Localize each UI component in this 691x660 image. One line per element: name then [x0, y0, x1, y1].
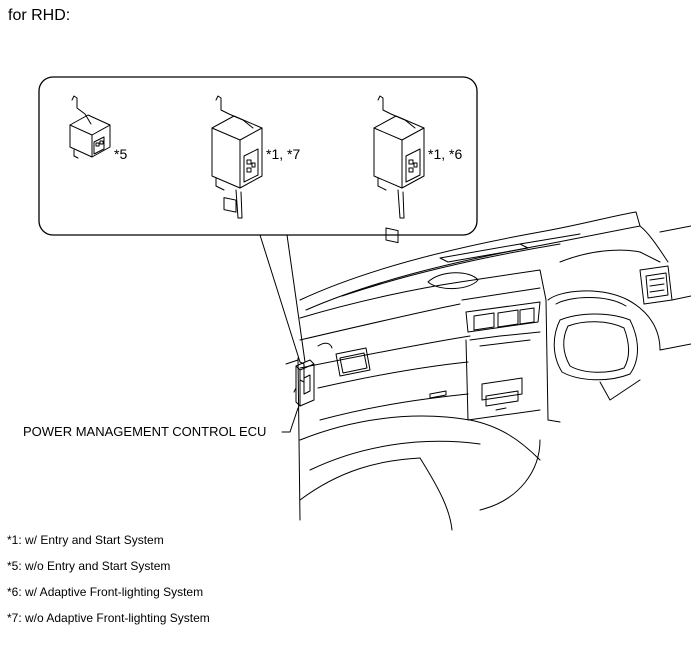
ecu-variant-label: *1, *7 [266, 146, 301, 162]
ecu-unit-large-icon [373, 95, 425, 244]
footnote-item: *5: w/o Entry and Start System [7, 559, 171, 573]
ecu-variant-label: *1, *6 [428, 146, 463, 162]
footnote-item: *6: w/ Adaptive Front-lighting System [7, 585, 204, 599]
ecu-installed-icon [293, 359, 315, 407]
instrument-panel-drawing [285, 211, 691, 531]
page-title: for RHD: [8, 7, 71, 24]
footnote-list: *1: w/ Entry and Start System *5: w/o En… [7, 527, 210, 631]
footnote-item: *1: w/ Entry and Start System [7, 533, 164, 547]
ecu-unit-small-icon [69, 95, 111, 159]
footnote-item: *7: w/o Adaptive Front-lighting System [7, 611, 210, 625]
ecu-label: POWER MANAGEMENT CONTROL ECU [23, 424, 267, 439]
ecu-label-leader [281, 407, 299, 433]
callout-leader-lines [259, 234, 306, 363]
inset-callout-box [38, 76, 478, 236]
ecu-unit-large-icon [211, 95, 263, 219]
ecu-variant-label: *5 [114, 146, 128, 162]
